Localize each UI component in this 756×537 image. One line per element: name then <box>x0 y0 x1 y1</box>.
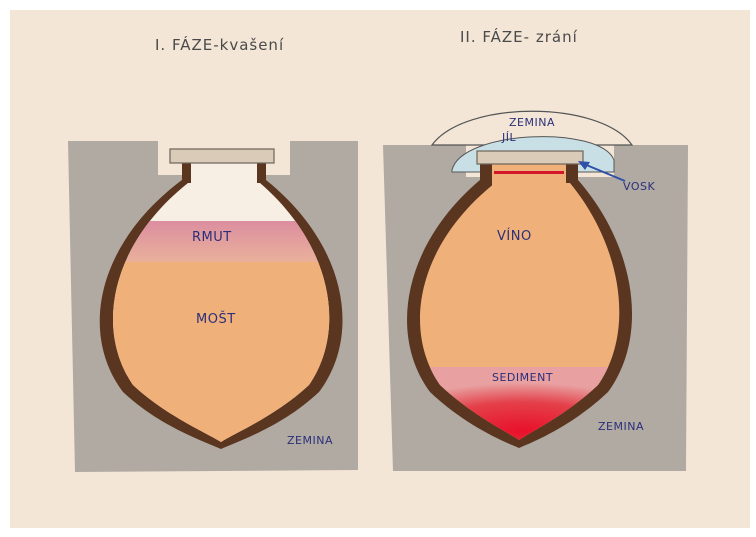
phase1-title: I. FÁZE-kvašení <box>155 35 284 54</box>
phase2-wax-seal <box>494 171 564 174</box>
phase2-clay-label: JÍL <box>501 131 516 144</box>
phase2-lid <box>477 151 583 164</box>
phase1-ground-label: ZEMINA <box>287 434 333 447</box>
phase1-must-label: MOŠT <box>196 311 236 327</box>
phase1-lid <box>170 149 274 163</box>
phase2-ground-label: ZEMINA <box>598 420 644 433</box>
phase2-wax-label: VOSK <box>623 180 655 193</box>
phase2-sediment-label: SEDIMENT <box>492 371 553 384</box>
phase2-title: II. FÁZE- zrání <box>460 27 578 46</box>
phase2-mound-label: ZEMINA <box>509 116 555 129</box>
phase1-pomace-label: RMUT <box>192 230 232 245</box>
phase2-neck <box>492 162 566 188</box>
phase1-neck <box>191 160 257 188</box>
phase2-wine-label: VÍNO <box>497 228 532 244</box>
